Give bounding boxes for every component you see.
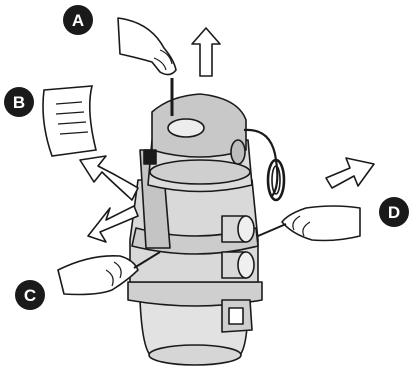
callout-d: D [379,197,409,227]
callout-b: B [4,87,34,117]
filter-sheet [43,86,96,156]
canister-bottom [149,345,241,365]
callout-b-label: B [13,93,25,112]
callout-c: C [15,280,45,310]
arrow-up-icon [192,28,220,76]
tool-d [258,224,286,236]
arrow-up-right-icon [326,158,374,188]
vacuum-unit [128,78,284,365]
callout-a: A [63,5,93,35]
callout-c-label: C [24,286,36,305]
power-switch [144,150,156,164]
inlet-port-upper [222,216,254,242]
callout-a-label: A [72,11,84,30]
hand-c [58,256,138,295]
inlet-port-lower [222,252,254,278]
filter-paper [43,86,96,156]
lid-knob [231,140,245,164]
callout-d-label: D [388,203,400,222]
arrow-curved-left-icon [80,156,138,200]
lid-port [168,119,204,137]
hand-a [118,18,176,75]
latch-slot [229,308,243,324]
